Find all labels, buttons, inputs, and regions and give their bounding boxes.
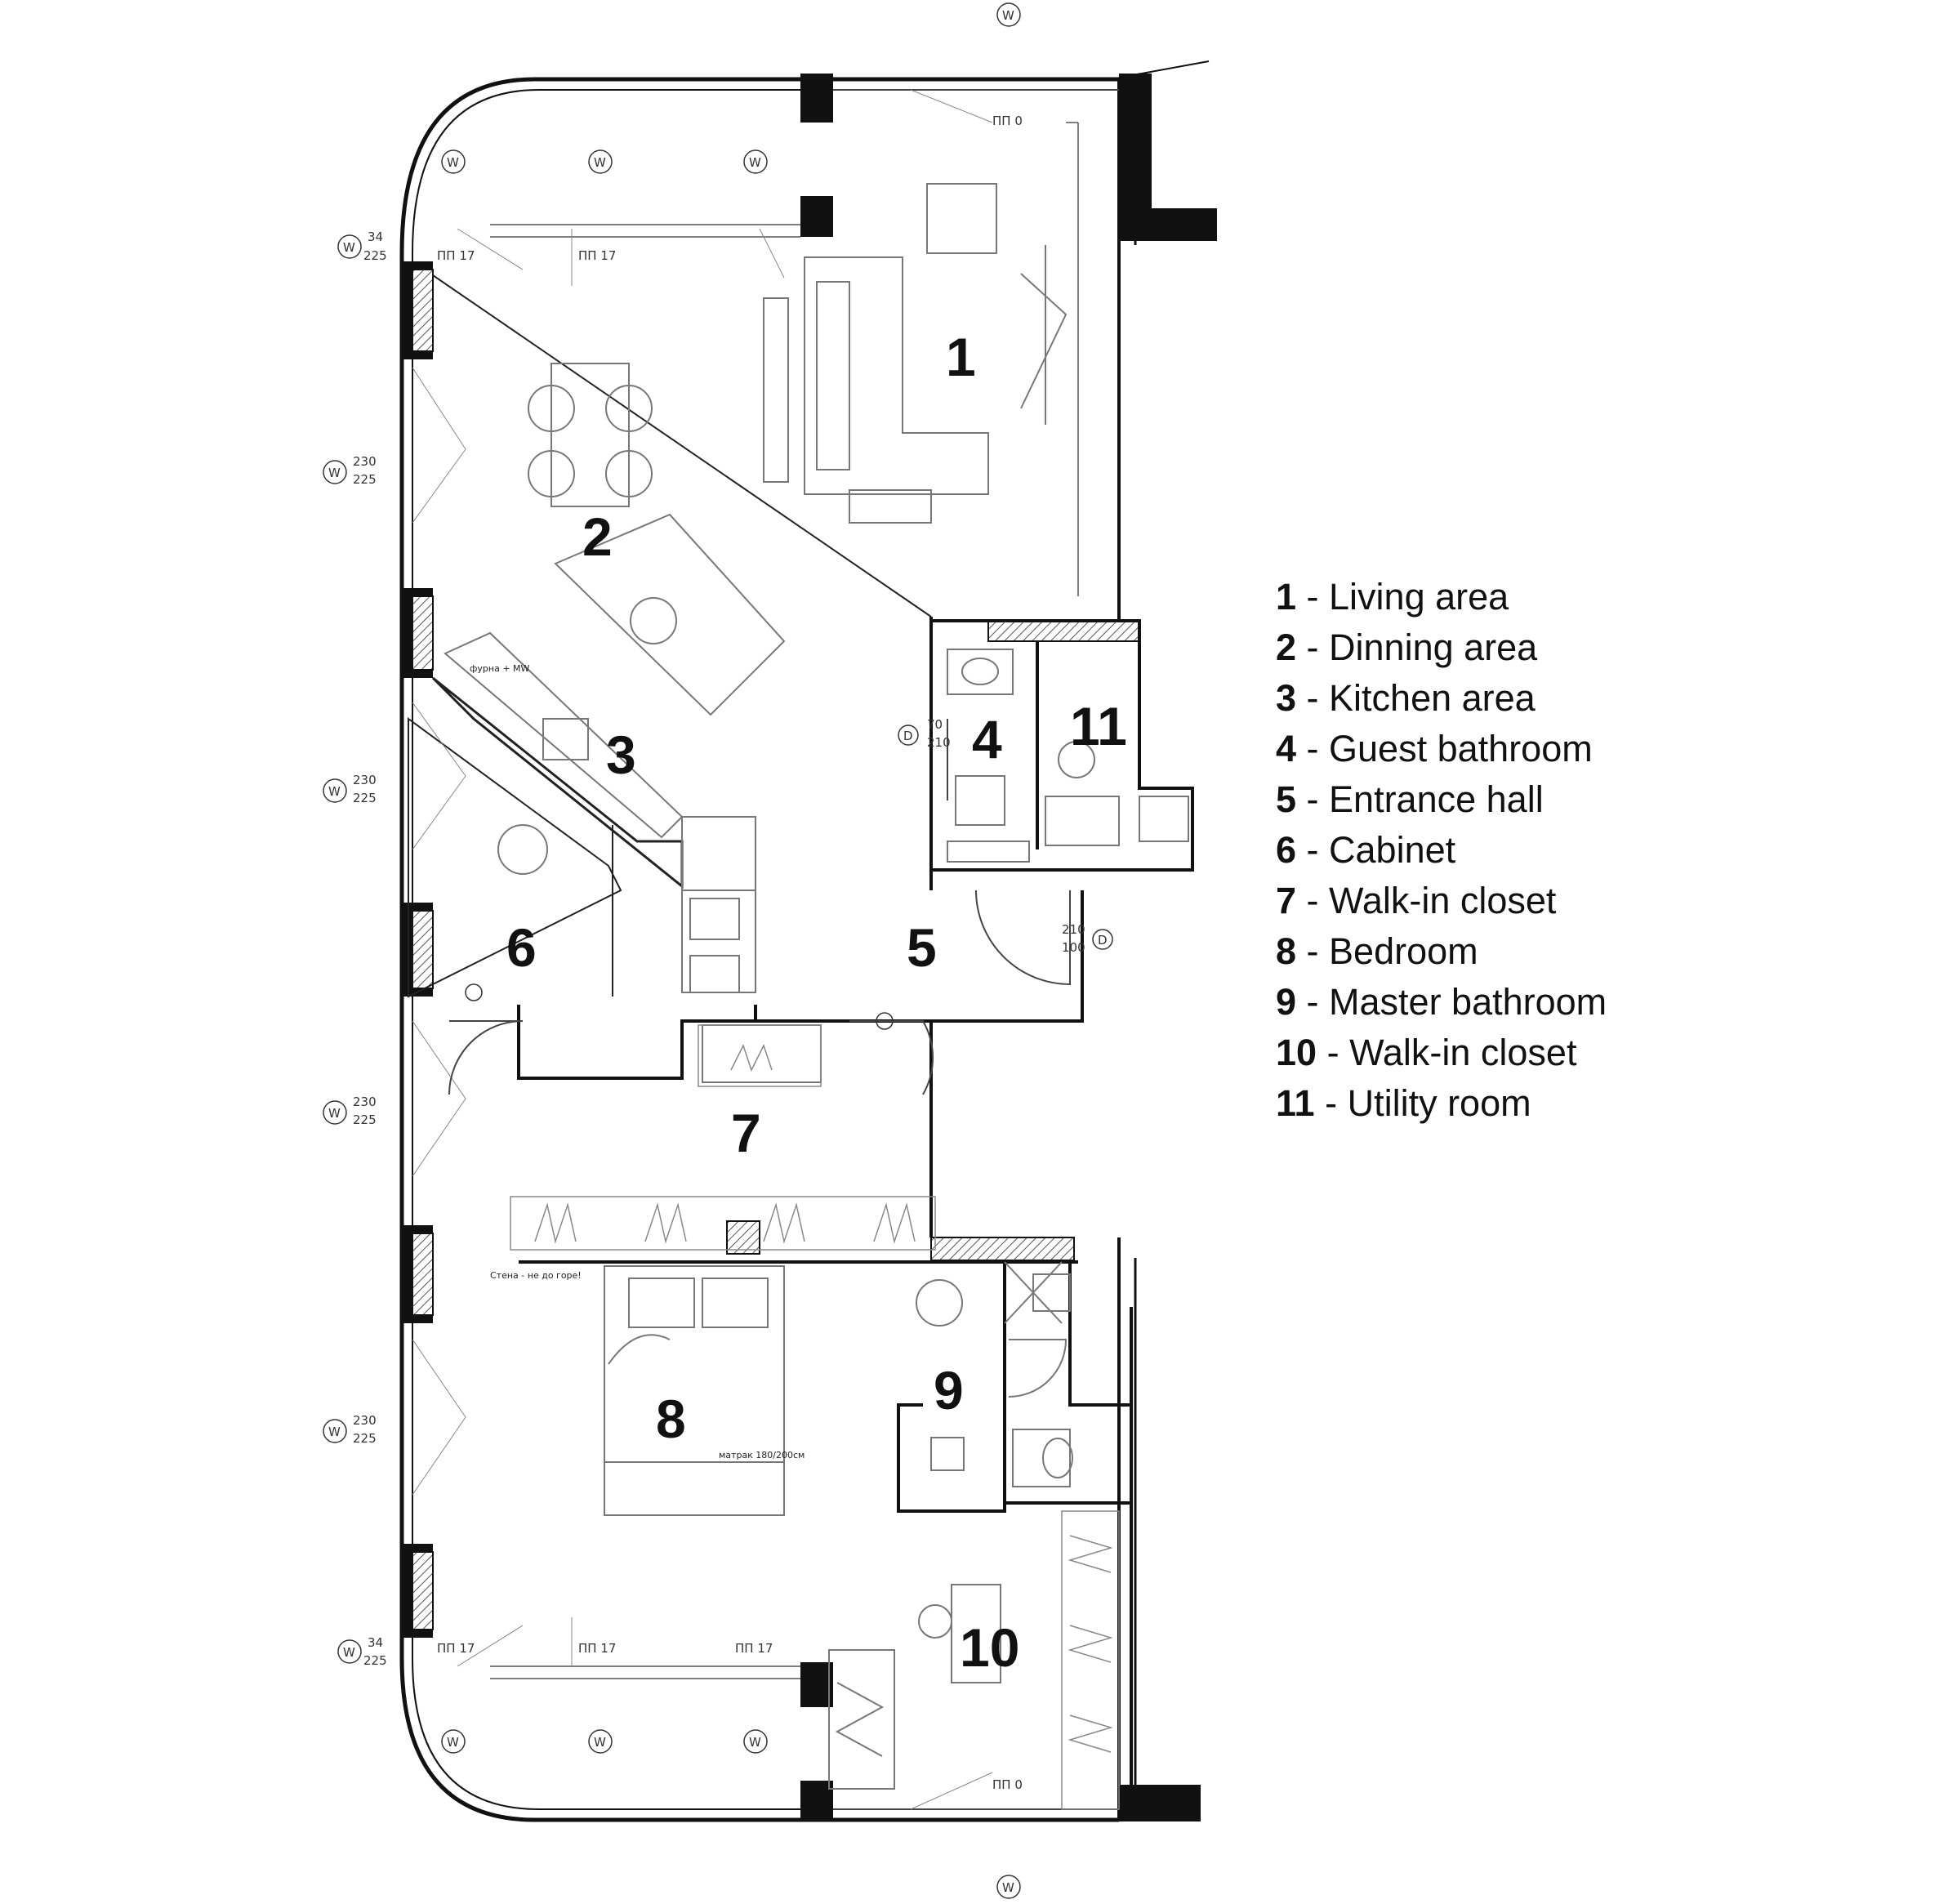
room-number-9: 9 [934,1360,964,1420]
room-number-4: 4 [972,709,1002,769]
window-mark-w: W [1002,8,1014,23]
window-mark-h225: 225 [353,472,377,487]
window-mark-w: W [328,1106,341,1121]
room-number-1: 1 [946,327,976,387]
window-lines [490,89,1119,1810]
master-bath-fixtures [916,1261,1073,1487]
legend-item: 9 - Master bathroom [1276,981,1607,1023]
legend-item: 5 - Entrance hall [1276,778,1544,820]
window-mark-w: W [594,1735,606,1750]
legend-item: 1 - Living area [1276,576,1509,618]
sill-mark: ПП 17 [578,1641,616,1656]
room-number-10: 10 [960,1617,1019,1678]
room-number-6: 6 [506,917,537,978]
window-mark-w: W [1002,1880,1014,1895]
sill-mark: ПП 0 [992,114,1023,128]
window-mark-h230: 230 [353,773,377,787]
window-mark-w: W [447,1735,459,1750]
kitchen-counter [444,631,822,1083]
legend-item: 3 - Kitchen area [1276,677,1536,719]
door-mark-d100: 100 [1062,940,1085,955]
window-mark-w: W [328,1425,341,1439]
room-number-3: 3 [606,725,636,785]
window-swings [412,89,993,1810]
legend-item: 8 - Bedroom [1276,930,1478,972]
window-mark-w: W [343,240,355,255]
room-number-8: 8 [656,1389,686,1449]
door-mark-d: D [1098,933,1108,948]
dining-furniture [528,363,786,716]
door-mark-d210: 210 [1062,922,1085,937]
diagonal-partitions [408,274,932,998]
room-number-5: 5 [907,917,937,978]
room-number-2: 2 [582,506,613,567]
room-number-11: 11 [1070,696,1127,756]
door-mark-d210: 210 [927,735,951,750]
door-mark-d70: 70 [927,717,943,732]
window-mark-w: W [328,784,341,799]
window-mark-h230: 230 [353,1095,377,1109]
legend-item: 10 - Walk-in closet [1276,1032,1577,1073]
oven-note: фурна + MW [470,663,530,674]
legend-item: 6 - Cabinet [1276,829,1456,871]
living-furniture [763,183,1068,524]
hatched-walls [412,269,1140,1630]
window-mark-h230: 230 [353,1413,377,1428]
wall-note: Стена - не до горе! [490,1270,582,1281]
sill-mark: ПП 17 [735,1641,773,1656]
window-mark-h225: 225 [353,1113,377,1127]
legend-item: 7 - Walk-in closet [1276,880,1557,921]
legend-item: 2 - Dinning area [1276,626,1538,668]
room-numbers: 1 2 3 4 5 6 7 8 9 10 11 [506,327,1127,1678]
window-mark-h225: 225 [353,791,377,805]
window-mark-h225: 225 [353,1431,377,1446]
sill-mark: ПП 17 [578,248,616,263]
window-marks: W 34 225 W 230 225 W 230 225 W 230 225 W… [323,2,1023,1899]
door-mark-d: D [903,729,913,743]
room-legend: 1 - Living area 2 - Dinning area 3 - Kit… [1276,572,1607,1129]
bed [604,1265,785,1516]
door-marks: D 70 210 D 210 100 [465,717,1113,1030]
closet-10-furniture [828,1584,1001,1790]
window-mark-w: W [594,155,606,170]
legend-item: 4 - Guest bathroom [1276,728,1593,769]
sill-mark: ПП 0 [992,1777,1023,1792]
sill-mark: ПП 17 [437,1641,475,1656]
window-mark-h225: 225 [363,1653,387,1668]
room-number-7: 7 [731,1103,761,1163]
window-mark-h34: 34 [368,230,383,244]
sill-mark: ПП 17 [437,248,475,263]
interior-walls [517,617,1194,1809]
window-mark-w: W [343,1645,355,1660]
mattress-note: матрак 180/200см [719,1450,805,1460]
window-mark-h230: 230 [353,454,377,469]
window-mark-w: W [328,466,341,480]
closet-hangers [510,1024,1120,1810]
bathroom-fixtures [947,649,1189,863]
floor-plan: W 34 225 W 230 225 W 230 225 W 230 225 W… [323,2,1217,1899]
window-mark-w: W [749,155,761,170]
window-mark-w: W [447,155,459,170]
doors [448,719,1071,1095]
window-mark-h225: 225 [363,248,387,263]
window-mark-w: W [749,1735,761,1750]
window-mark-h34: 34 [368,1635,383,1650]
legend-item: 11 - Utility room [1276,1082,1531,1124]
